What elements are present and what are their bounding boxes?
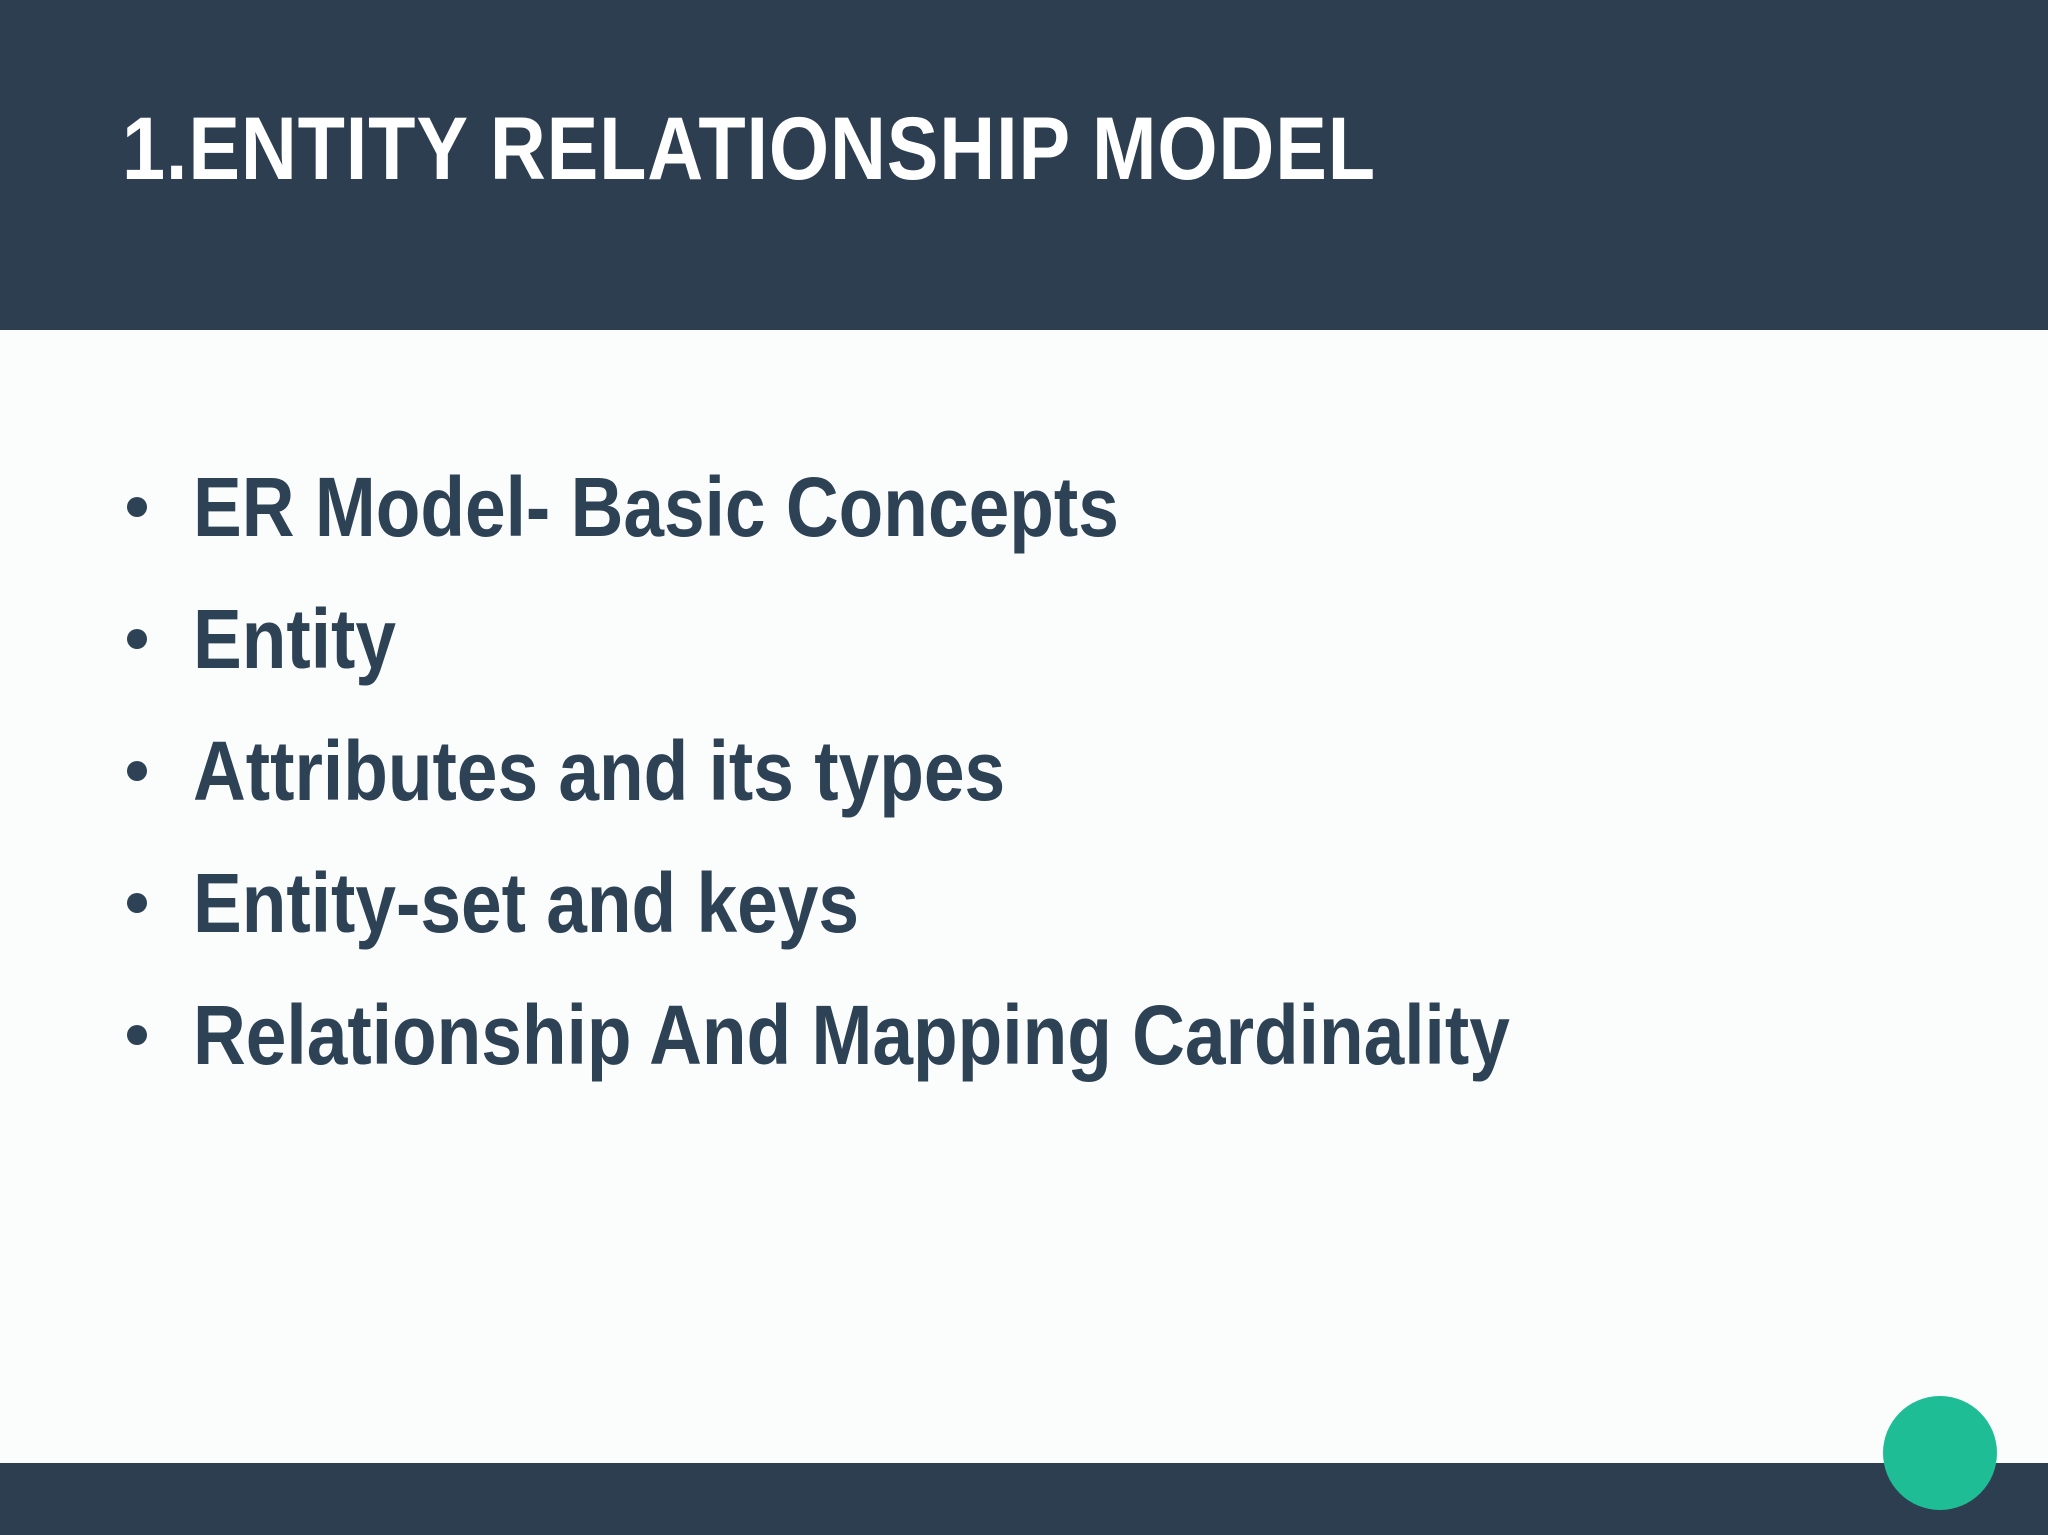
bullet-label: ER Model- Basic Concepts [193, 460, 1119, 554]
bullet-label: Relationship And Mapping Cardinality [193, 988, 1510, 1082]
list-item: Relationship And Mapping Cardinality [0, 969, 1707, 1101]
list-item: Attributes and its types [0, 705, 1707, 837]
list-item: Entity [0, 573, 1707, 705]
list-item: ER Model- Basic Concepts [0, 441, 1707, 573]
bullet-list: ER Model- Basic Concepts Entity Attribut… [0, 441, 1707, 1101]
list-item: Entity-set and keys [0, 837, 1707, 969]
bullet-dot-icon [127, 497, 147, 517]
accent-circle [1883, 1396, 1997, 1510]
bullet-label: Entity-set and keys [193, 856, 860, 950]
slide-title: 1.ENTITY RELATIONSHIP MODEL [122, 98, 1376, 198]
bullet-dot-icon [127, 893, 147, 913]
bullet-dot-icon [127, 629, 147, 649]
bullet-dot-icon [127, 1025, 147, 1045]
slide-footer [0, 1463, 2048, 1535]
bullet-label: Attributes and its types [193, 724, 1006, 818]
bullet-label: Entity [193, 592, 397, 686]
slide-header: 1.ENTITY RELATIONSHIP MODEL [0, 0, 2048, 330]
bullet-dot-icon [127, 761, 147, 781]
